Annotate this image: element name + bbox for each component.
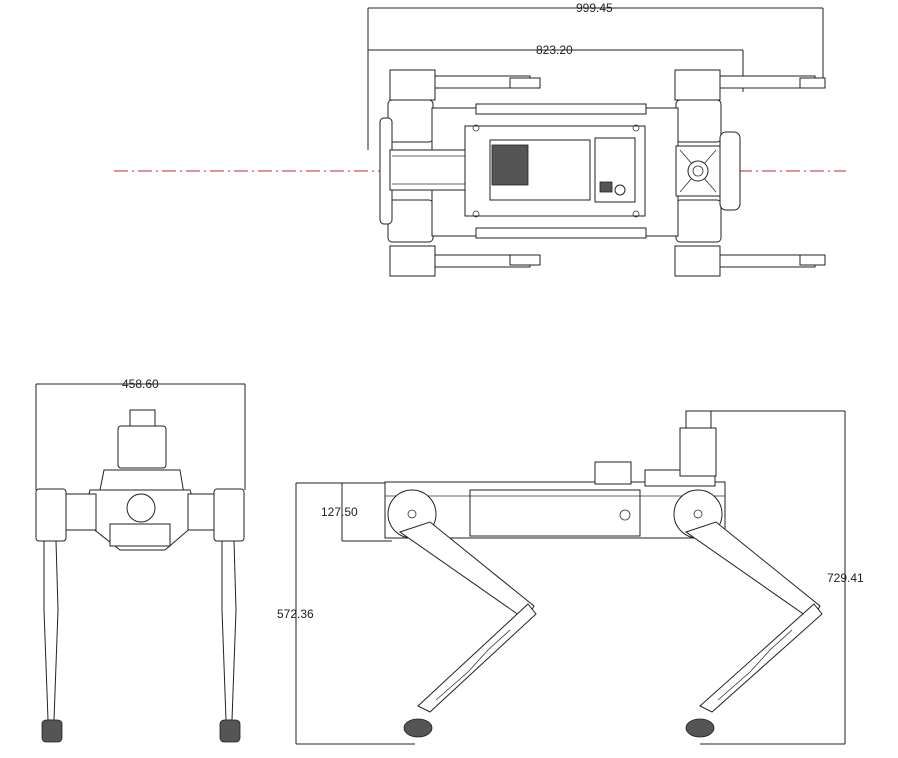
top-head-flange bbox=[675, 145, 721, 197]
top-body bbox=[389, 103, 679, 239]
top-hip-motors bbox=[379, 99, 741, 243]
front-legs bbox=[35, 488, 245, 743]
side-body bbox=[384, 461, 726, 539]
top-upper-legs bbox=[389, 69, 826, 277]
front-dimension-lines bbox=[35, 383, 246, 490]
top-dimension-lines bbox=[367, 7, 824, 150]
front-body bbox=[65, 489, 219, 551]
side-rear-leg bbox=[387, 489, 537, 738]
dim-total-length: 999.45 bbox=[576, 1, 613, 15]
top-view: 999.45 823.20 bbox=[114, 1, 846, 277]
dim-standing-height: 572.36 bbox=[277, 607, 314, 621]
side-front-leg bbox=[673, 489, 823, 738]
dim-front-width: 458.60 bbox=[122, 377, 159, 391]
dim-body-height: 127.50 bbox=[321, 505, 358, 519]
front-head bbox=[97, 409, 186, 501]
side-view: 127.50 572.36 729.41 bbox=[277, 410, 864, 745]
side-dimension-lines bbox=[295, 410, 846, 745]
front-view: 458.60 bbox=[35, 377, 246, 743]
dim-total-height: 729.41 bbox=[827, 571, 864, 585]
dim-body-length: 823.20 bbox=[536, 43, 573, 57]
side-head bbox=[679, 410, 717, 477]
